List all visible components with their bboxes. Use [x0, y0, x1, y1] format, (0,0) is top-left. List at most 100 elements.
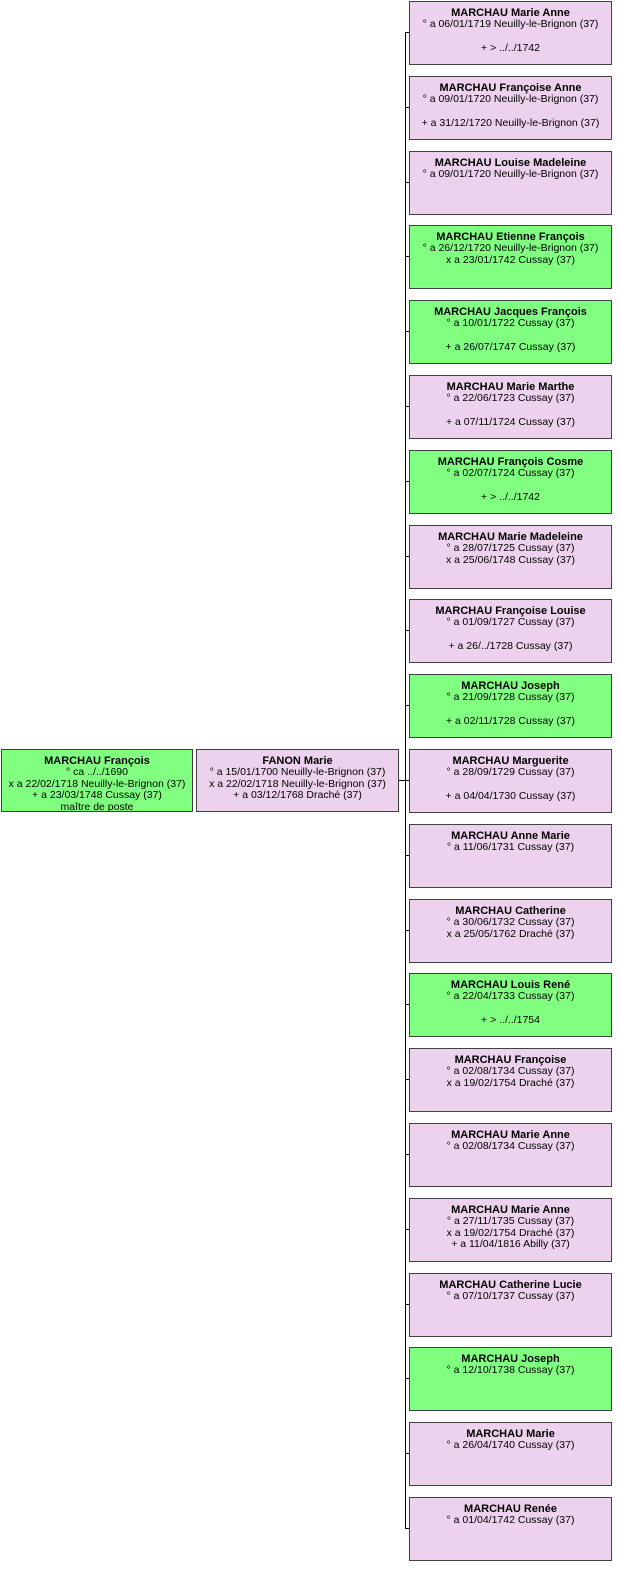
person-name: MARCHAU Renée [464, 1503, 557, 1515]
marriage-line: x a 19/02/1754 Draché (37) [446, 1076, 575, 1089]
birth-line: ° a 07/10/1737 Cussay (37) [446, 1290, 575, 1302]
person-name: MARCHAU Louise Madeleine [434, 157, 587, 169]
marriage-line: x a 22/02/1718 Neuilly-le-Brignon (37) [8, 777, 186, 790]
death-line: + a 23/03/1748 Cussay (37) [32, 789, 162, 801]
child-connector [405, 1528, 409, 1529]
spacer [410, 106, 611, 118]
person-name: MARCHAU Marie [466, 1428, 555, 1440]
person-name: MARCHAU François Cosme [437, 456, 584, 468]
child-box[interactable]: MARCHAU Etienne François° a 26/12/1720 N… [409, 225, 612, 289]
birth-line: ° a 28/09/1729 Cussay (37) [446, 766, 575, 778]
spacer [410, 480, 611, 492]
birth-line: ° a 01/04/1742 Cussay (37) [446, 1514, 575, 1526]
birth-line: ° a 30/06/1732 Cussay (37) [446, 916, 575, 928]
person-name: MARCHAU Marie Anne [451, 1204, 570, 1216]
person-name: MARCHAU Joseph [461, 1353, 560, 1365]
death-line: + a 07/11/1724 Cussay (37) [445, 415, 576, 428]
person-name: MARCHAU Françoise [454, 1054, 567, 1066]
spacer [410, 31, 611, 43]
birth-line: ° a 26/04/1740 Cussay (37) [446, 1439, 575, 1451]
child-connector [405, 556, 409, 557]
child-box[interactable]: MARCHAU Françoise° a 02/08/1734 Cussay (… [409, 1048, 612, 1112]
death-line: + a 03/12/1768 Draché (37) [233, 789, 362, 801]
parent-connector [399, 780, 405, 781]
person-name: FANON Marie [262, 755, 333, 767]
child-connector [405, 930, 409, 931]
child-connector [405, 705, 409, 706]
child-connector [405, 855, 409, 856]
child-connector [405, 630, 409, 631]
child-connector [405, 32, 409, 33]
person-name: MARCHAU Françoise Louise [435, 605, 586, 617]
person-name: MARCHAU Joseph [461, 680, 560, 692]
child-connector [405, 1079, 409, 1080]
death-line: + a 11/04/1816 Abilly (37) [451, 1238, 570, 1250]
person-name: MARCHAU Marie Anne [451, 7, 570, 19]
death-line: + a 04/04/1730 Cussay (37) [445, 789, 576, 802]
child-box[interactable]: MARCHAU Anne Marie° a 11/06/1731 Cussay … [409, 824, 612, 888]
person-name: MARCHAU Anne Marie [451, 830, 570, 842]
mother-box[interactable]: FANON Marie° a 15/01/1700 Neuilly-le-Bri… [196, 749, 399, 812]
child-box[interactable]: MARCHAU Marguerite° a 28/09/1729 Cussay … [409, 749, 612, 813]
death-line: + > ../../1754 [481, 1013, 540, 1026]
child-connector [405, 256, 409, 257]
child-connector [405, 1004, 409, 1005]
spacer [410, 779, 611, 791]
birth-line: ° a 06/01/1719 Neuilly-le-Brignon (37) [422, 18, 599, 30]
child-box[interactable]: MARCHAU François Cosme° a 02/07/1724 Cus… [409, 450, 612, 514]
child-box[interactable]: MARCHAU Marie Madeleine° a 28/07/1725 Cu… [409, 525, 612, 589]
child-box[interactable]: MARCHAU Joseph° a 21/09/1728 Cussay (37)… [409, 674, 612, 738]
child-connector [405, 182, 409, 183]
child-box[interactable]: MARCHAU Catherine Lucie° a 07/10/1737 Cu… [409, 1273, 612, 1337]
birth-line: ° a 26/12/1720 Neuilly-le-Brignon (37) [422, 242, 599, 254]
child-box[interactable]: MARCHAU Marie° a 26/04/1740 Cussay (37) [409, 1422, 612, 1486]
spacer [410, 704, 611, 716]
child-box[interactable]: MARCHAU Joseph° a 12/10/1738 Cussay (37) [409, 1347, 612, 1411]
person-name: MARCHAU Marguerite [452, 755, 569, 767]
spacer [410, 405, 611, 417]
marriage-line: x a 23/01/1742 Cussay (37) [446, 253, 575, 266]
spacer [410, 330, 611, 342]
child-connector [405, 481, 409, 482]
child-box[interactable]: MARCHAU Marie Anne° a 27/11/1735 Cussay … [409, 1198, 612, 1262]
person-name: MARCHAU Marie Madeleine [438, 531, 583, 543]
birth-line: ° a 28/07/1725 Cussay (37) [446, 542, 575, 554]
death-line: + a 26/07/1747 Cussay (37) [445, 340, 576, 353]
birth-line: ° a 02/08/1734 Cussay (37) [446, 1065, 575, 1077]
child-box[interactable]: MARCHAU Marie Marthe° a 22/06/1723 Cussa… [409, 375, 612, 439]
birth-line: ° a 21/09/1728 Cussay (37) [446, 691, 575, 703]
child-box[interactable]: MARCHAU Jacques François° a 10/01/1722 C… [409, 300, 612, 364]
person-name: MARCHAU François [44, 755, 150, 767]
child-connector [405, 1304, 409, 1305]
marriage-line: x a 25/05/1762 Draché (37) [446, 927, 575, 940]
child-connector [405, 1453, 409, 1454]
person-name: MARCHAU Louis René [450, 979, 571, 991]
child-connector [405, 107, 409, 108]
child-box[interactable]: MARCHAU Françoise Anne° a 09/01/1720 Neu… [409, 76, 612, 140]
birth-line: ° a 22/06/1723 Cussay (37) [446, 392, 575, 404]
spacer [410, 629, 611, 641]
child-box[interactable]: MARCHAU Louis René° a 22/04/1733 Cussay … [409, 973, 612, 1037]
birth-line: ° a 10/01/1722 Cussay (37) [446, 317, 575, 329]
child-connector [405, 331, 409, 332]
child-box[interactable]: MARCHAU Louise Madeleine° a 09/01/1720 N… [409, 151, 612, 215]
death-line: + a 31/12/1720 Neuilly-le-Brignon (37) [421, 116, 600, 129]
birth-line: ° a 11/06/1731 Cussay (37) [446, 841, 575, 853]
child-box[interactable]: MARCHAU Françoise Louise° a 01/09/1727 C… [409, 599, 612, 663]
death-line: + > ../../1742 [481, 490, 540, 503]
birth-line: ° a 09/01/1720 Neuilly-le-Brignon (37) [422, 168, 599, 180]
person-name: MARCHAU Catherine [455, 905, 566, 917]
child-box[interactable]: MARCHAU Marie Anne° a 06/01/1719 Neuilly… [409, 1, 612, 65]
child-connector [405, 780, 409, 781]
person-name: MARCHAU Marie Anne [451, 1129, 570, 1141]
child-connector [405, 1378, 409, 1379]
child-box[interactable]: MARCHAU Catherine° a 30/06/1732 Cussay (… [409, 899, 612, 963]
death-line: + > ../../1742 [481, 41, 540, 54]
birth-line: ° a 09/01/1720 Neuilly-le-Brignon (37) [422, 93, 599, 105]
birth-line: ° a 22/04/1733 Cussay (37) [446, 990, 575, 1002]
person-name: MARCHAU Catherine Lucie [439, 1279, 582, 1291]
child-box[interactable]: MARCHAU Renée° a 01/04/1742 Cussay (37) [409, 1497, 612, 1561]
child-box[interactable]: MARCHAU Marie Anne° a 02/08/1734 Cussay … [409, 1123, 612, 1187]
